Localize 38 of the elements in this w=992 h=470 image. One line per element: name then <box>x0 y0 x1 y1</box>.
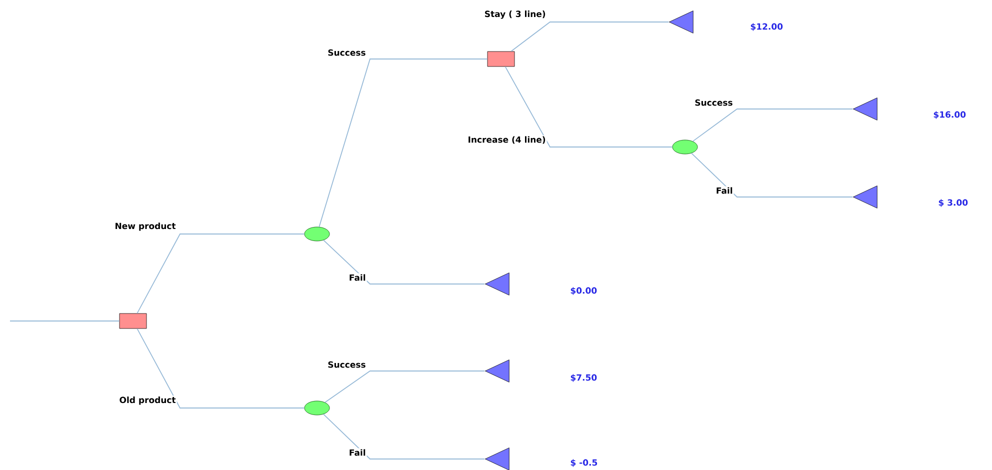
chance-circle <box>672 140 698 154</box>
branch-label: Old product <box>118 396 177 406</box>
end-triangle <box>852 98 878 120</box>
payoff-value: $7.50 <box>570 374 597 382</box>
payoff-value: $12.00 <box>750 23 783 31</box>
branch-label: Stay ( 3 line) <box>483 10 547 20</box>
branch-label: Success <box>694 98 734 107</box>
branch-line <box>10 320 120 322</box>
end-triangle <box>484 448 510 470</box>
payoff-value: $ 3.00 <box>938 199 968 207</box>
payoff-value: $16.00 <box>934 111 966 119</box>
end-triangle <box>484 360 510 382</box>
branch-line <box>692 108 854 142</box>
payoff-value: $ -0.5 <box>570 459 598 467</box>
decision-square <box>487 51 515 67</box>
branch-line <box>510 22 670 52</box>
branch-label: Fail <box>348 273 367 282</box>
decision-square <box>119 313 147 329</box>
branch-label: Fail <box>714 186 734 195</box>
branch-line <box>136 234 305 314</box>
chance-circle <box>304 226 330 242</box>
chance-circle <box>304 400 330 416</box>
branch-line <box>691 152 854 198</box>
branch-label: Fail <box>348 448 367 457</box>
branch-label: Success <box>326 48 367 57</box>
branch-line <box>323 414 486 460</box>
branch-label: Success <box>326 360 367 369</box>
end-triangle <box>852 186 878 208</box>
branch-line <box>324 370 486 403</box>
branch-label: New product <box>114 222 177 232</box>
branch-line <box>323 240 486 284</box>
branch-label: Increase (4 line) <box>466 135 547 145</box>
end-triangle <box>484 272 510 296</box>
end-triangle <box>668 10 694 34</box>
payoff-value: $0.00 <box>570 287 597 295</box>
branch-line <box>318 58 488 228</box>
branch-line <box>136 328 305 408</box>
branch-line <box>504 66 673 148</box>
